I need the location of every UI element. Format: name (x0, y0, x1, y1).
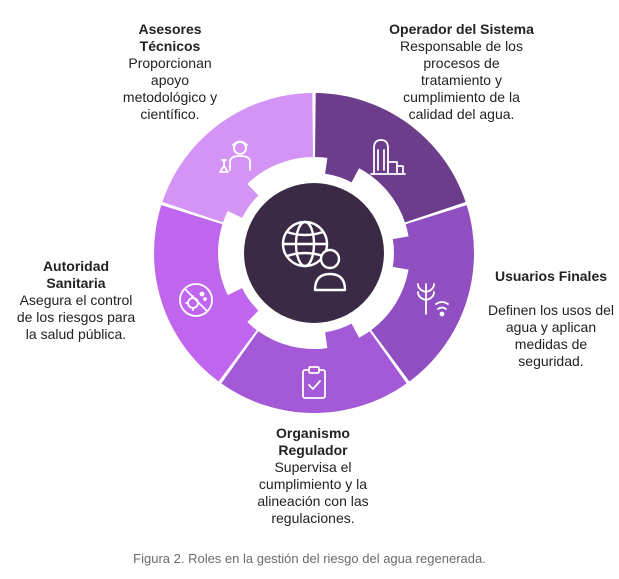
segment-autoridad-sanitaria (153, 205, 259, 382)
role-label-asesores-tecnicos: Asesores Técnicos Proporcionan apoyo met… (110, 21, 230, 123)
role-label-autoridad-sanitaria: Autoridad Sanitaria Asegura el control d… (16, 258, 136, 343)
global-user-icon (281, 220, 347, 292)
role-description: Definen los usos del agua y aplican medi… (487, 302, 615, 369)
role-description: Responsable de los procesos de tratamien… (400, 38, 523, 122)
role-title: Organismo Regulador (276, 425, 350, 458)
segment-operador-del-sistema (315, 93, 466, 223)
role-label-operador-del-sistema: Operador del Sistema Responsable de los … (388, 21, 535, 123)
segment-usuarios-finales (371, 205, 475, 382)
scientist-icon (219, 140, 251, 173)
segment-asesores-tecnicos (162, 93, 313, 223)
role-title: Autoridad Sanitaria (42, 258, 110, 291)
role-title: Operador del Sistema (389, 21, 534, 37)
clipboard-check-icon (302, 366, 326, 399)
role-label-organismo-regulador: Organismo Regulador Supervisa el cumplim… (243, 425, 383, 527)
virus-control-icon (179, 283, 213, 317)
figure-caption: Figura 2. Roles en la gestión del riesgo… (133, 551, 486, 566)
ring-segments (153, 93, 475, 413)
water-plant-icon (370, 139, 406, 175)
role-description: Asegura el control de los riesgos para l… (16, 292, 136, 342)
role-description: Supervisa el cumplimiento y la alineació… (257, 459, 369, 526)
role-title: Usuarios Finales (494, 268, 608, 284)
crop-irrigation-icon (417, 283, 449, 317)
role-title: Asesores Técnicos (138, 21, 202, 54)
role-label-usuarios-finales: Usuarios Finales Definen los usos del ag… (486, 268, 616, 370)
role-description: Proporcionan apoyo metodológico y cientí… (122, 55, 218, 122)
